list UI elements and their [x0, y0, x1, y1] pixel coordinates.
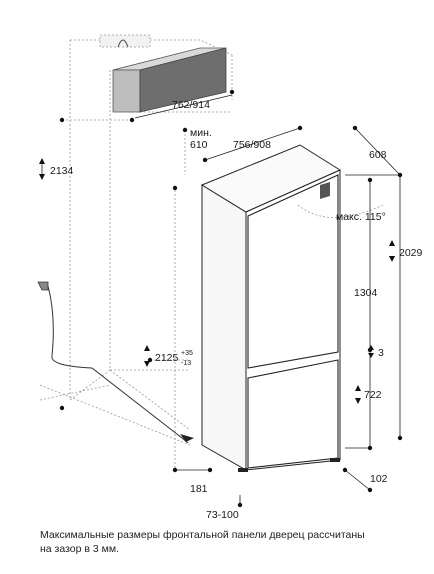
dim-foot-offset: 73-100 [206, 509, 239, 520]
dim-lower-door-height: 722 [364, 389, 382, 401]
dim-installed-height-tol-minus: -13 [181, 360, 191, 367]
dimension-dots [59, 89, 403, 508]
niche-outline [39, 39, 233, 470]
lower-door [247, 359, 339, 469]
appliance-body [200, 144, 384, 472]
dim-min-depth-value: 610 [190, 139, 208, 151]
installation-diagram: 2134 762/914 мин. 610 756/908 608 макс. … [37, 34, 423, 520]
dim-plinth-depth: 181 [190, 483, 208, 495]
dim-niche-height: 2134 [50, 165, 74, 177]
dim-min-depth-label: мин. [190, 127, 212, 139]
dim-installed-height: 2125 [155, 352, 179, 364]
upper-door [247, 174, 339, 369]
dim-door-gap: 3 [378, 347, 384, 359]
caption: Максимальные размеры фронтальной панели … [40, 528, 420, 556]
dim-appliance-depth: 608 [369, 149, 387, 161]
top-cabinet [112, 47, 227, 113]
dim-vent-height: 102 [370, 473, 388, 485]
dim-door-angle: макс. 115° [336, 211, 386, 223]
dim-appliance-height: 2029 [399, 247, 423, 259]
caption-line-1: Максимальные размеры фронтальной панели … [40, 529, 365, 541]
dimension-lines [39, 94, 401, 505]
dim-upper-door-height: 1304 [354, 287, 378, 299]
caption-line-2: на зазор в 3 мм. [40, 543, 119, 555]
dim-appliance-width: 756/908 [233, 139, 271, 151]
water-connection [37, 281, 194, 444]
dim-niche-width: 762/914 [172, 99, 210, 111]
dim-installed-height-tol-plus: +35 [181, 350, 193, 357]
ceiling-fixture [99, 34, 151, 48]
